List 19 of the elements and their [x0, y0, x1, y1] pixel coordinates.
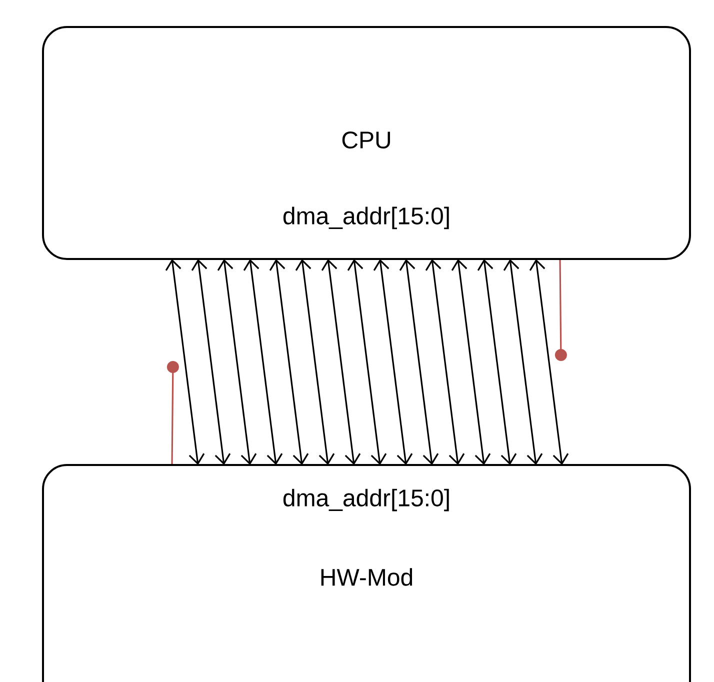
bus-arrow: [451, 259, 491, 465]
bus-arrow: [529, 259, 569, 465]
bus-arrow: [347, 259, 387, 465]
bus-arrow: [399, 259, 439, 465]
bus-arrow: [165, 259, 205, 465]
bus-arrow: [191, 259, 231, 465]
dot-line: [554, 260, 567, 361]
bus-arrow: [373, 259, 413, 465]
dot-line: [166, 361, 179, 464]
bus-arrow: [295, 259, 335, 465]
bus-arrow: [269, 259, 309, 465]
component-box: dma_addr[15:0] HW-Mod: [42, 464, 692, 682]
bus-arrow: [477, 259, 517, 465]
bus-arrow: [503, 259, 543, 465]
bus-arrow: [425, 259, 465, 465]
bus-arrow: [321, 259, 361, 465]
component-box: CPU dma_addr[15:0]: [42, 26, 692, 260]
bus-arrow: [217, 259, 257, 465]
bus-arrow: [243, 259, 283, 465]
